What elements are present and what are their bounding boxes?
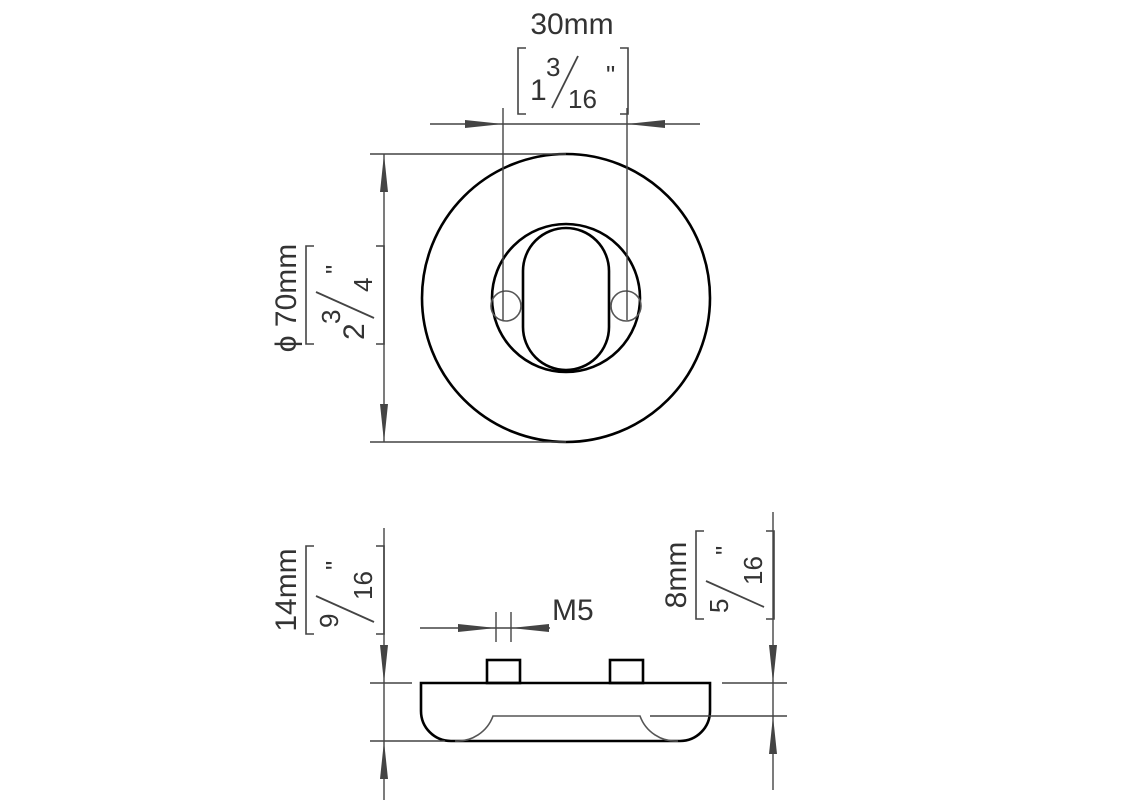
side-view: M5 14mm 9 16 " 8mm 5 16 " (270, 512, 787, 800)
screw-boss-right (608, 658, 645, 685)
diameter-inch-mark: " (320, 265, 350, 274)
diameter-metric-label: ϕ 70mm (270, 244, 303, 353)
arrow-icon (465, 120, 503, 128)
fraction-slash (551, 55, 579, 109)
bracket (695, 530, 775, 620)
fraction-slash (315, 291, 375, 319)
depth-imperial-den: 16 (738, 556, 768, 585)
top-view: 30mm 1 3 16 " ϕ 70mm 2 3 4 " (270, 8, 712, 444)
diameter-imperial-whole: 2 (338, 323, 371, 340)
depth-metric-label: 8mm (660, 542, 693, 609)
arrow-icon (458, 624, 496, 632)
inner-circle (490, 222, 642, 374)
screw-hole-right (610, 290, 642, 322)
fraction-slash (705, 580, 765, 608)
arrow-icon (380, 645, 388, 683)
arrow-icon (769, 645, 777, 683)
arrow-icon (380, 154, 388, 192)
height-metric-label: 14mm (270, 548, 303, 631)
width-imperial-num: 3 (546, 52, 560, 82)
bracket (305, 545, 385, 635)
depth-imperial-num: 5 (704, 599, 734, 613)
height-inch-mark: " (320, 561, 350, 570)
arrow-icon (380, 741, 388, 779)
height-imperial-num: 9 (314, 614, 344, 628)
diameter-imperial-num: 3 (316, 310, 346, 324)
bracket (305, 245, 385, 345)
outer-rose-circle (420, 152, 712, 444)
width-imperial-den: 16 (568, 84, 597, 114)
bracket (517, 47, 629, 115)
arrow-icon (769, 716, 777, 754)
rose-base-profile (419, 681, 712, 743)
hidden-recess-line (454, 715, 679, 742)
thread-label: M5 (552, 594, 594, 627)
height-imperial-den: 16 (348, 571, 378, 600)
diameter-imperial-den: 4 (348, 278, 378, 292)
arrow-icon (380, 404, 388, 442)
width-imperial-whole: 1 (530, 74, 547, 107)
depth-inch-mark: " (710, 546, 740, 555)
fraction-slash (315, 595, 375, 623)
cylinder-oval-cutout (521, 226, 611, 372)
screw-hole-left (490, 290, 522, 322)
arrow-icon (627, 120, 665, 128)
width-inch-mark: " (606, 60, 615, 90)
screw-boss-left (485, 658, 522, 685)
arrow-icon (511, 624, 549, 632)
width-metric-label: 30mm (530, 8, 613, 41)
